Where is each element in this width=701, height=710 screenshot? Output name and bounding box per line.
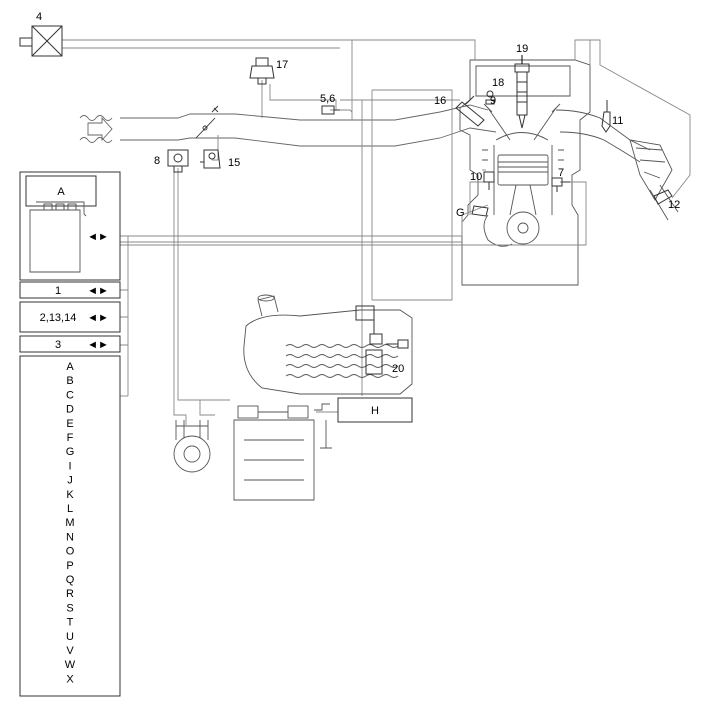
intake-duct bbox=[79, 104, 497, 147]
legend-item: J bbox=[67, 475, 73, 487]
ecu-module: A ◄► bbox=[19, 171, 121, 281]
legend-item: F bbox=[67, 432, 74, 444]
legend-item: B bbox=[66, 375, 73, 387]
injector-16 bbox=[455, 95, 485, 127]
fuel-pump-20 bbox=[355, 305, 409, 375]
knock-sensor-10 bbox=[483, 171, 495, 190]
connection-lines bbox=[62, 39, 691, 425]
legend-item: W bbox=[65, 659, 76, 671]
label-16: 16 bbox=[434, 95, 446, 107]
legend-item: C bbox=[66, 389, 74, 401]
legend-item: S bbox=[66, 602, 73, 614]
label-20: 20 bbox=[392, 363, 404, 375]
legend-item: N bbox=[66, 531, 74, 543]
purge-valve-17 bbox=[249, 57, 275, 85]
legend-item: T bbox=[67, 617, 74, 629]
box-2-13-14: 2,13,14 ◄► bbox=[19, 301, 121, 333]
legend-item: G bbox=[66, 446, 75, 458]
legend-item: M bbox=[65, 517, 74, 529]
box-3: 3 ◄► bbox=[19, 335, 121, 353]
injector-19 bbox=[514, 63, 530, 129]
box-1-arrow-icon: ◄► bbox=[87, 285, 109, 297]
label-12: 12 bbox=[668, 199, 680, 211]
canister-4 bbox=[19, 25, 63, 57]
throttle-body bbox=[195, 105, 219, 139]
battery bbox=[233, 403, 332, 501]
label-11: 11 bbox=[612, 115, 623, 127]
legend-item: U bbox=[66, 631, 74, 643]
label-8: 8 bbox=[154, 155, 160, 167]
label-5-6: 5,6 bbox=[320, 93, 335, 105]
box-h: H bbox=[337, 397, 413, 423]
label-g: G bbox=[456, 207, 465, 219]
legend-item: D bbox=[66, 404, 74, 416]
legend-item: I bbox=[68, 460, 71, 472]
alternator bbox=[173, 420, 211, 473]
label-7: 7 bbox=[558, 167, 564, 179]
label-17: 17 bbox=[276, 59, 288, 71]
box-2-label: 2,13,14 bbox=[40, 312, 77, 324]
fuel-tank bbox=[243, 294, 413, 395]
box-1: 1 ◄► bbox=[19, 281, 121, 299]
box-3-label: 3 bbox=[55, 339, 61, 351]
legend-item: K bbox=[66, 489, 74, 501]
crank-sensor-g bbox=[471, 205, 489, 217]
box-3-arrow-icon: ◄► bbox=[87, 339, 109, 351]
box-1-label: 1 bbox=[55, 285, 61, 297]
throttle-sensor-8 bbox=[167, 149, 189, 173]
label-19: 19 bbox=[516, 43, 528, 55]
oxygen-sensor-11 bbox=[601, 100, 611, 133]
legend-item: R bbox=[66, 588, 74, 600]
legend-item: E bbox=[66, 418, 73, 430]
legend-item: P bbox=[66, 560, 73, 572]
box-h-label: H bbox=[371, 405, 379, 417]
legend-item: Q bbox=[66, 574, 75, 586]
sensor-18-9 bbox=[485, 90, 495, 105]
legend-item: A bbox=[66, 361, 74, 373]
legend-item: L bbox=[67, 503, 73, 515]
ecu-box-label: A bbox=[57, 186, 65, 198]
coolant-sensor-7 bbox=[551, 177, 570, 192]
label-4: 4 bbox=[36, 11, 42, 23]
label-15: 15 bbox=[228, 157, 240, 169]
legend-item: O bbox=[66, 546, 75, 558]
label-10: 10 bbox=[470, 171, 482, 183]
exhaust-manifold bbox=[555, 109, 679, 221]
ecu-arrow-icon: ◄► bbox=[87, 231, 109, 243]
map-sensor-5-6 bbox=[321, 105, 340, 115]
oxygen-sensor-12 bbox=[653, 189, 673, 205]
idle-actuator-15 bbox=[200, 149, 221, 169]
label-9: 9 bbox=[490, 95, 496, 107]
engine-block bbox=[459, 59, 591, 286]
legend-item: X bbox=[66, 673, 74, 685]
box-2-arrow-icon: ◄► bbox=[87, 312, 109, 324]
legend-item: V bbox=[66, 645, 74, 657]
label-18: 18 bbox=[492, 77, 504, 89]
